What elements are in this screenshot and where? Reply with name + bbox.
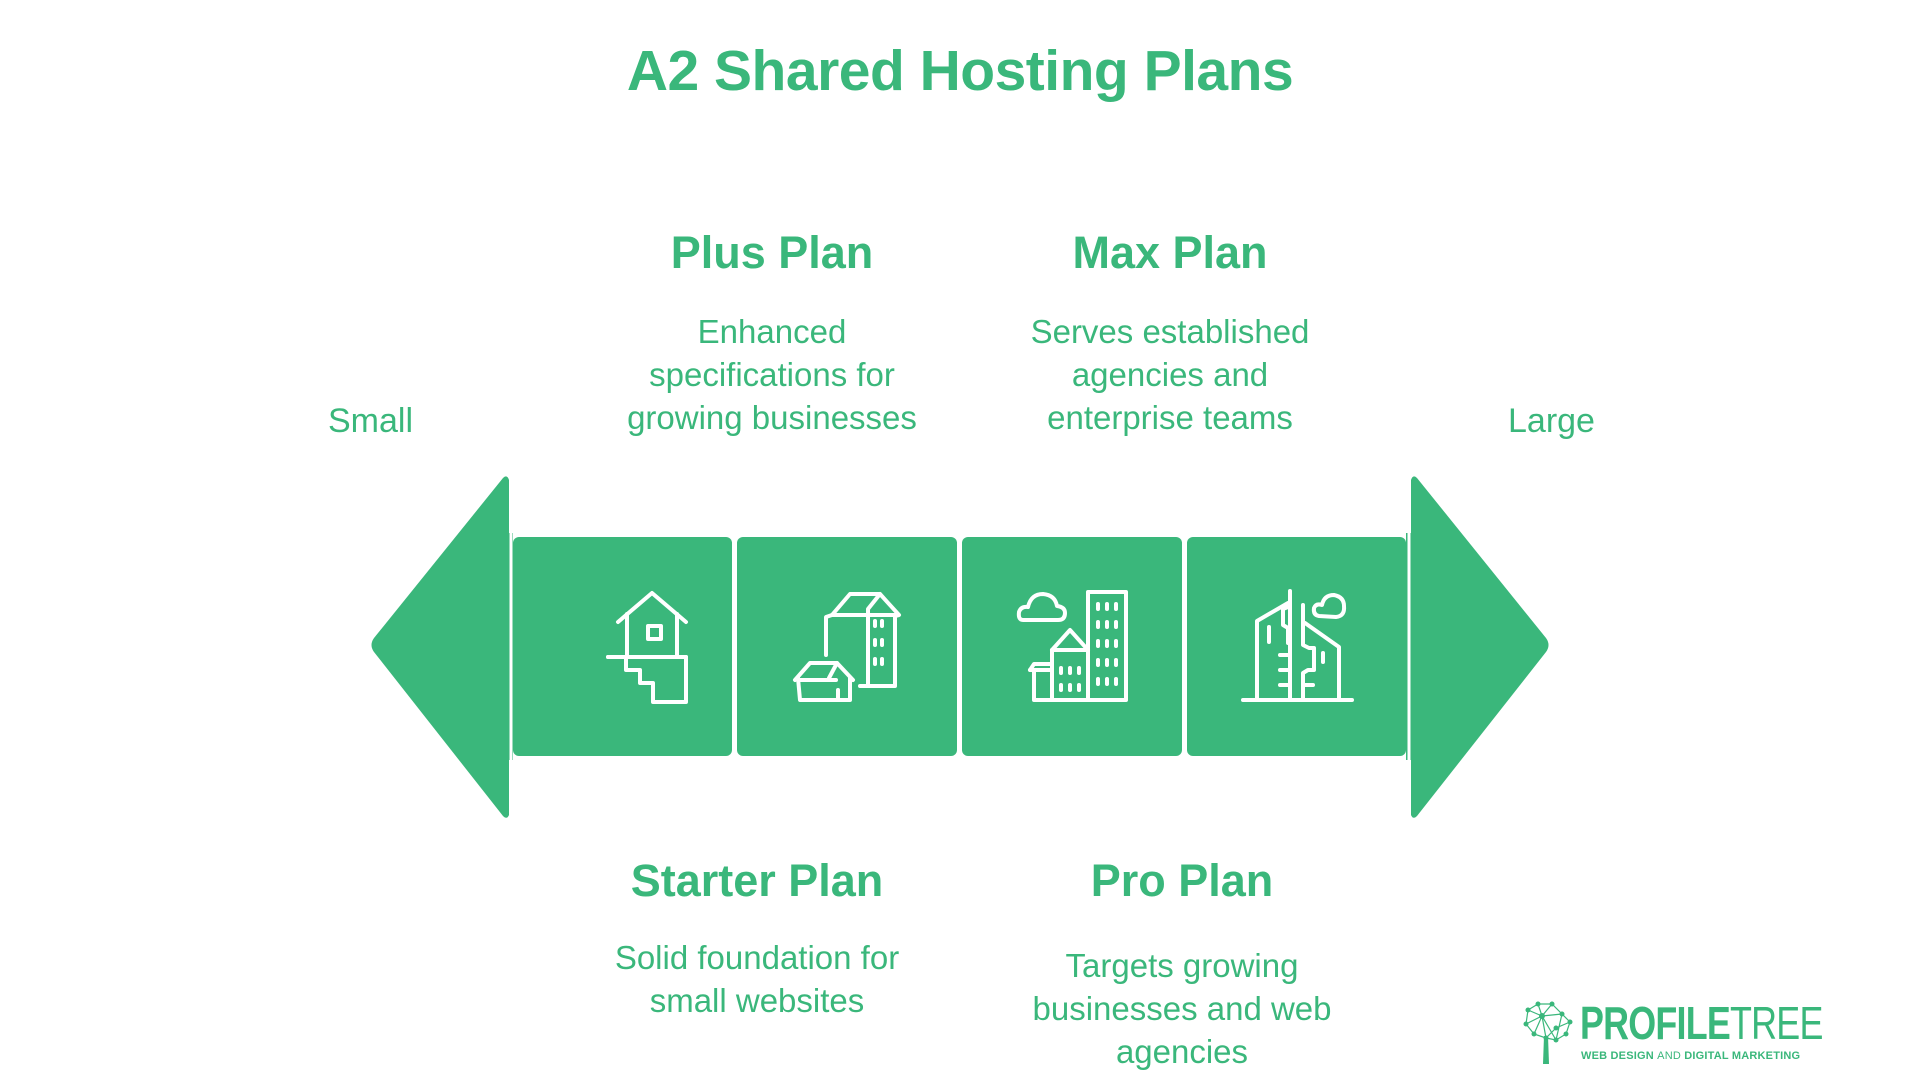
tagline-part: WEB DESIGN <box>1581 1050 1658 1062</box>
desc-line: Solid foundation for <box>614 939 900 976</box>
plan-box-pro <box>962 537 1182 756</box>
logo-brand-thin: TREE <box>1730 997 1823 1049</box>
desc-line: businesses and web <box>1032 990 1332 1027</box>
page-title: A2 Shared Hosting Plans <box>626 39 1294 103</box>
desc-line: small websites <box>649 982 865 1019</box>
plan-box-plus <box>737 537 957 756</box>
desc-line: growing businesses <box>627 399 917 436</box>
city-buildings-cloud-icon <box>1016 590 1128 702</box>
plan-title: Max Plan <box>1072 227 1268 278</box>
desc-line: enterprise teams <box>1047 399 1293 436</box>
left-arrowhead <box>371 476 509 818</box>
plan-title: Plus Plan <box>670 227 874 278</box>
plan-description: Serves established agencies and enterpri… <box>960 310 1380 439</box>
logo-wordmark: PROFILETREE <box>1580 1000 1823 1046</box>
profiletree-logo: PROFILETREE WEB DESIGN AND DIGITAL MARKE… <box>1520 1000 1823 1066</box>
desc-line: specifications for <box>649 356 895 393</box>
logo-tagline: WEB DESIGN AND DIGITAL MARKETING <box>1581 1050 1800 1062</box>
desc-line: agencies and <box>1071 356 1269 393</box>
plan-description: Targets growing businesses and web agenc… <box>972 944 1392 1073</box>
desc-line: Targets growing <box>1065 947 1299 984</box>
plan-pro: Pro Plan Targets growing businesses and … <box>972 854 1392 1073</box>
house-with-stairs-icon <box>606 591 688 704</box>
desc-line: agencies <box>1115 1033 1249 1070</box>
plan-description: Solid foundation for small websites <box>547 936 967 1022</box>
plan-starter: Starter Plan Solid foundation for small … <box>547 854 967 1022</box>
scale-label-small: Small <box>328 402 414 440</box>
desc-line: Serves established <box>1030 313 1310 350</box>
plan-title: Starter Plan <box>630 855 884 906</box>
plan-box-max <box>1187 537 1406 756</box>
plan-description: Enhanced specifications for growing busi… <box>562 310 982 439</box>
right-arrowhead <box>1411 476 1549 818</box>
plan-box-starter <box>513 537 732 756</box>
scale-label-large: Large <box>1508 402 1595 440</box>
desc-line: Enhanced <box>697 313 847 350</box>
network-tree-icon <box>1523 1001 1573 1064</box>
tagline-part: AND <box>1657 1050 1681 1062</box>
plan-plus: Plus Plan Enhanced specifications for gr… <box>562 226 982 439</box>
house-and-apartment-icon <box>793 592 901 702</box>
skyscrapers-cloud-icon <box>1241 589 1354 702</box>
plan-title: Pro Plan <box>1090 855 1274 906</box>
tagline-part: DIGITAL MARKETING <box>1680 1050 1801 1062</box>
logo-brand-bold: PROFILE <box>1580 997 1731 1049</box>
plan-max: Max Plan Serves established agencies and… <box>960 226 1380 439</box>
